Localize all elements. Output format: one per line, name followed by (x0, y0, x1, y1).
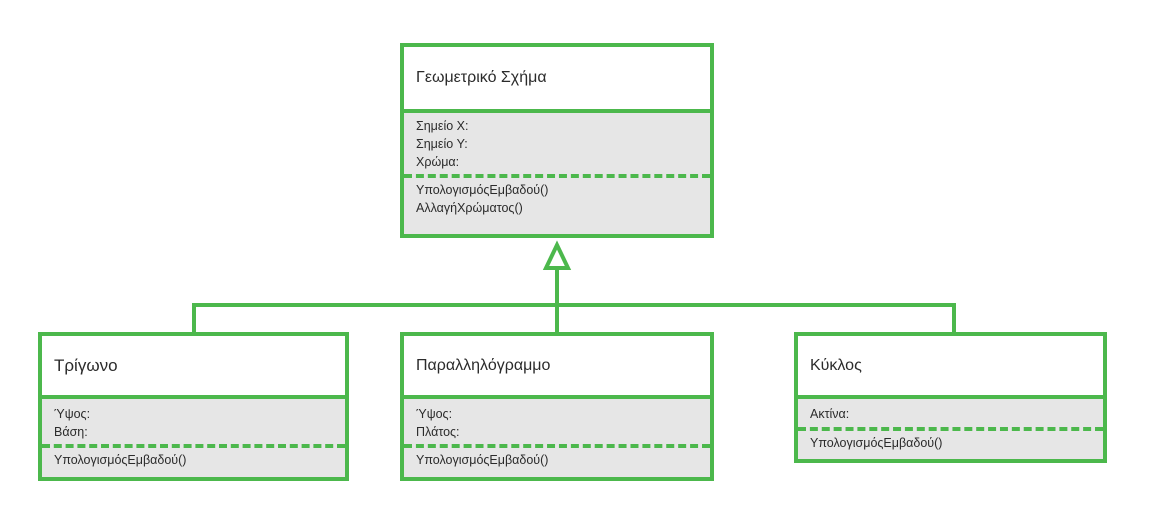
inheritance-arrow-head (542, 240, 572, 270)
section-separator (404, 444, 710, 448)
class-header: Παραλληλόγραμμο (404, 336, 710, 399)
section-separator (798, 427, 1103, 431)
attribute: Ύψος: (416, 407, 453, 421)
class-box-geometric-shape: Γεωμετρικό Σχήμα Σημείο X: Σημείο Y: Χρώ… (400, 43, 714, 238)
class-box-circle: Κύκλος Ακτίνα: ΥπολογισμόςΕμβαδού() (794, 332, 1107, 463)
class-name: Παραλληλόγραμμο (416, 356, 551, 374)
attribute: Σημείο Y: (416, 137, 468, 151)
class-attributes: Ακτίνα: (798, 399, 1103, 427)
attribute: Σημείο X: (416, 119, 469, 133)
attribute: Ακτίνα: (810, 407, 850, 421)
class-name: Κύκλος (810, 356, 862, 374)
class-attributes: Σημείο X: Σημείο Y: Χρώμα: (404, 113, 710, 174)
attribute: Ύψος: (54, 407, 91, 421)
class-attributes: Ύψος: Βάση: (42, 399, 345, 444)
class-methods: ΥπολογισμόςΕμβαδού() ΑλλαγήΧρώματος() (404, 178, 710, 220)
section-separator (42, 444, 345, 448)
class-name: Γεωμετρικό Σχήμα (416, 69, 547, 86)
class-header: Γεωμετρικό Σχήμα (404, 47, 710, 113)
class-methods: ΥπολογισμόςΕμβαδού() (404, 448, 710, 472)
attribute: Βάση: (54, 425, 88, 439)
class-methods: ΥπολογισμόςΕμβαδού() (798, 431, 1103, 455)
class-methods: ΥπολογισμόςΕμβαδού() (42, 448, 345, 472)
class-name: Τρίγωνο (54, 355, 118, 375)
class-header: Κύκλος (798, 336, 1103, 399)
section-separator (404, 174, 710, 178)
method: ΥπολογισμόςΕμβαδού() (54, 453, 187, 467)
class-box-parallelogram: Παραλληλόγραμμο Ύψος: Πλάτος: Υπολογισμό… (400, 332, 714, 481)
method: ΥπολογισμόςΕμβαδού() (416, 453, 549, 467)
method: ΥπολογισμόςΕμβαδού() (810, 436, 943, 450)
attribute: Χρώμα: (416, 155, 460, 169)
method: ΥπολογισμόςΕμβαδού() (416, 183, 549, 197)
class-box-triangle: Τρίγωνο Ύψος: Βάση: ΥπολογισμόςΕμβαδού() (38, 332, 349, 481)
class-attributes: Ύψος: Πλάτος: (404, 399, 710, 444)
attribute: Πλάτος: (416, 425, 460, 439)
method: ΑλλαγήΧρώματος() (416, 201, 523, 215)
class-header: Τρίγωνο (42, 336, 345, 399)
